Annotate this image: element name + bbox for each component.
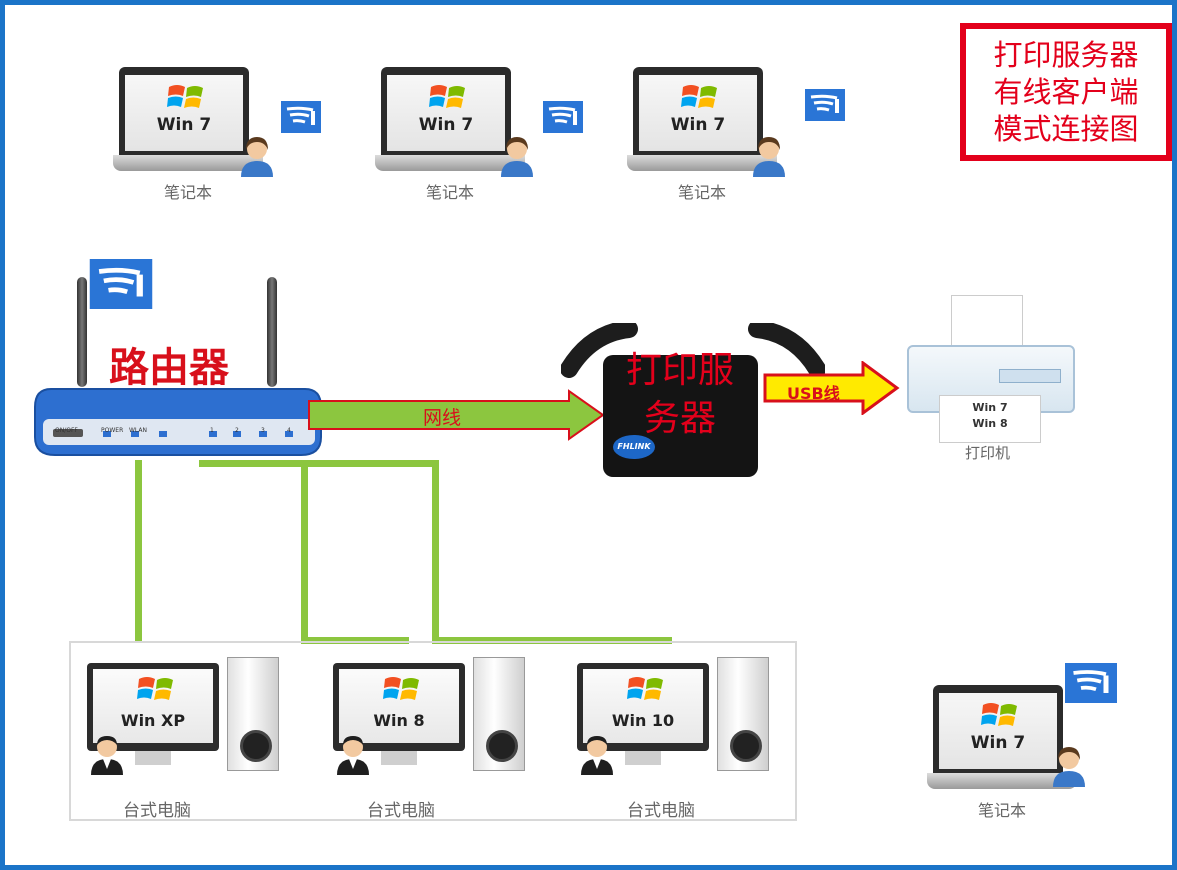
title-line-3: 模式连接图 [993, 111, 1139, 146]
laptop-1: Win 7 笔记本 [113, 67, 283, 227]
desktop-stand [135, 751, 171, 765]
router-port-2-label: 2 [235, 427, 239, 434]
printer-caption: 打印机 [965, 444, 1011, 462]
wifi-icon [543, 101, 583, 133]
tower-fan-icon [730, 730, 762, 762]
wifi-icon [1065, 663, 1117, 703]
laptop-caption: 笔记本 [677, 183, 726, 202]
windows-logo-icon [681, 85, 717, 108]
windows-logo-icon [137, 677, 173, 700]
male-user-icon [337, 736, 369, 775]
title-line-2: 有线客户端 [993, 74, 1139, 109]
laptop-base [375, 155, 525, 171]
wifi-icon [281, 101, 321, 133]
router-antenna-left [77, 277, 87, 387]
title-box: 打印服务器 有线客户端 模式连接图 [960, 23, 1172, 161]
desktop-tower [717, 657, 769, 771]
laptop-base [627, 155, 777, 171]
desktop-os-label: Win XP [120, 711, 186, 730]
desktop-caption: 台式电脑 [627, 801, 695, 821]
laptop-base [113, 155, 263, 171]
windows-logo-icon [167, 85, 203, 108]
desktop-caption: 台式电脑 [367, 801, 435, 821]
desktop-group-panel [69, 641, 797, 821]
tower-fan-icon [240, 730, 272, 762]
printer-output-paper: Win 7 Win 8 [939, 395, 1041, 443]
print-server-label-line-1: 打印服 [625, 350, 734, 391]
printer-paper-line-1: Win 7 [972, 401, 1008, 414]
wifi-icon [89, 259, 153, 309]
cable-to-desktop-3 [432, 637, 672, 644]
router-device [34, 388, 322, 456]
desktop-stand [625, 751, 661, 765]
laptop-caption: 笔记本 [977, 801, 1026, 820]
desktop-tower [473, 657, 525, 771]
cable-router-to-desktop-1 [135, 460, 142, 642]
laptop-base [927, 773, 1077, 789]
desktop-caption: 台式电脑 [123, 801, 191, 821]
router-port-3-label: 3 [261, 427, 265, 434]
printer-paper-line-2: Win 8 [972, 417, 1008, 430]
ethernet-arrow [308, 389, 605, 441]
router-onoff-label: ON/OFF [55, 427, 78, 434]
cable-trunk-horizontal [199, 460, 439, 467]
cable-to-desktop-2 [301, 637, 409, 644]
printer-paper-top [951, 295, 1023, 351]
print-server-device: FHLINK [603, 355, 758, 477]
desktop-os-label: Win 8 [373, 711, 425, 730]
desktop-os-label: Win 10 [611, 711, 675, 730]
router-power-label: POWER [101, 427, 124, 434]
laptop-os-label: Win 7 [970, 733, 1026, 753]
print-server-label: 打印服 务器 [605, 347, 755, 443]
male-user-icon [581, 736, 613, 775]
wifi-icon [805, 89, 845, 121]
female-user-icon [501, 137, 533, 177]
desktop-3: Win 10 [557, 657, 769, 787]
laptop-os-label: Win 7 [418, 115, 474, 135]
windows-logo-icon [981, 703, 1017, 726]
windows-logo-icon [429, 85, 465, 108]
laptop-4: Win 7 笔记本 [927, 685, 1097, 845]
windows-logo-icon [383, 677, 419, 700]
desktop-stand [381, 751, 417, 765]
ethernet-label: 网线 [423, 407, 462, 429]
router-wlan-label: WLAN [129, 427, 148, 434]
laptop-os-label: Win 7 [156, 115, 212, 135]
desktop-1: Win XP [67, 657, 279, 787]
print-server-brand-logo: FHLINK [613, 435, 655, 459]
printer-control-panel [999, 369, 1061, 383]
laptop-caption: 笔记本 [163, 183, 212, 202]
windows-logo-icon [627, 677, 663, 700]
laptop-2: Win 7 笔记本 [375, 67, 545, 227]
male-user-icon [91, 736, 123, 775]
usb-label: USB线 [787, 384, 840, 403]
female-user-icon [1053, 747, 1085, 787]
laptop-caption: 笔记本 [425, 183, 474, 202]
laptop-3: Win 7 笔记本 [627, 67, 797, 227]
print-server-label-line-2: 务器 [643, 398, 716, 439]
router-antenna-right [267, 277, 277, 387]
router-label: 路由器 [109, 344, 229, 391]
laptop-os-label: Win 7 [670, 115, 726, 135]
usb-arrow [763, 361, 900, 415]
printer: Win 7 Win 8 [905, 295, 1075, 445]
cable-branch-desktop-2 [301, 460, 308, 642]
title-line-1: 打印服务器 [993, 37, 1139, 72]
print-server-antennas [561, 323, 825, 378]
cable-branch-desktop-3 [432, 460, 439, 642]
female-user-icon [753, 137, 785, 177]
router-port-4-label: 4 [287, 427, 291, 434]
desktop-tower [227, 657, 279, 771]
female-user-icon [241, 137, 273, 177]
router-port-1-label: 1 [210, 427, 214, 434]
tower-fan-icon [486, 730, 518, 762]
